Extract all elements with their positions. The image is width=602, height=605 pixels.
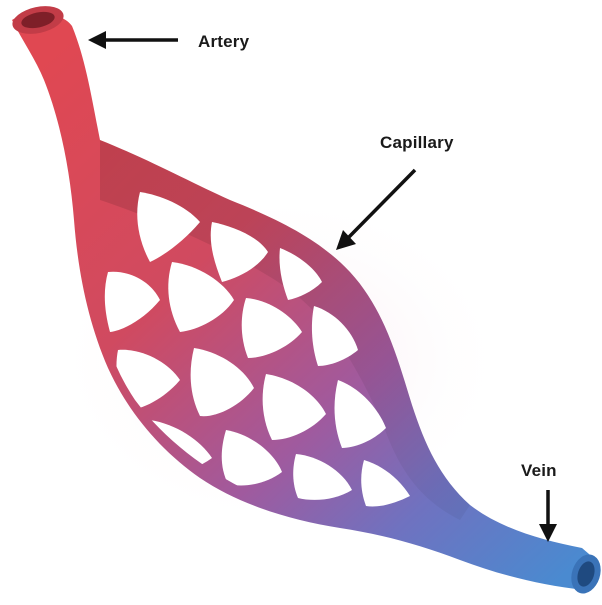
vein-arrow — [539, 490, 557, 542]
vein-label: Vein — [521, 461, 557, 481]
artery-label: Artery — [198, 32, 249, 52]
artery-arrow — [88, 31, 178, 49]
capillary-label: Capillary — [380, 133, 454, 153]
